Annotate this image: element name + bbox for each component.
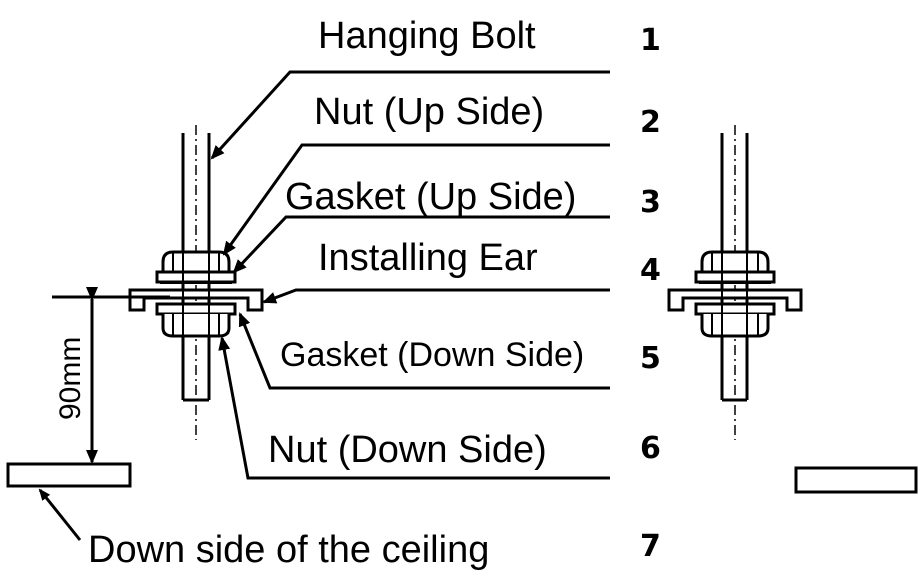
label-installing-ear: Installing Ear bbox=[318, 237, 538, 279]
right-installing-ear bbox=[667, 288, 803, 312]
number-2: 2 bbox=[640, 105, 661, 140]
leader-ceiling bbox=[38, 488, 82, 541]
leader-gasket-down bbox=[238, 312, 610, 390]
label-nut-up-side: Nut (Up Side) bbox=[314, 91, 544, 133]
leader-lines bbox=[38, 70, 610, 541]
number-1: 1 bbox=[640, 23, 661, 58]
leader-installing-ear bbox=[262, 288, 610, 304]
leader-nut-down bbox=[218, 336, 610, 480]
number-4: 4 bbox=[640, 253, 661, 288]
right-lower-gasket bbox=[694, 302, 776, 316]
left-upper-gasket bbox=[155, 270, 237, 284]
label-gasket-up-side: Gasket (Up Side) bbox=[285, 176, 576, 218]
label-nut-down-side: Nut (Down Side) bbox=[268, 429, 547, 471]
label-hanging-bolt: Hanging Bolt bbox=[318, 15, 536, 57]
dimension-90mm bbox=[52, 287, 170, 464]
left-installing-ear bbox=[128, 288, 264, 312]
leader-nut-up bbox=[222, 143, 610, 256]
right-assembly bbox=[667, 125, 803, 440]
number-5: 5 bbox=[640, 341, 661, 376]
leader-gasket-up bbox=[232, 215, 610, 274]
leader-hanging-bolt bbox=[210, 70, 610, 160]
left-ceiling bbox=[6, 462, 132, 488]
dimension-label: 90mm bbox=[54, 337, 87, 420]
number-3: 3 bbox=[640, 185, 661, 220]
left-lower-nut bbox=[161, 314, 231, 338]
number-6: 6 bbox=[640, 431, 661, 466]
left-assembly bbox=[128, 125, 264, 440]
number-7: 7 bbox=[640, 529, 661, 564]
right-ceiling bbox=[794, 466, 918, 494]
left-lower-gasket bbox=[155, 302, 237, 316]
label-gasket-down-side: Gasket (Down Side) bbox=[280, 336, 584, 374]
label-ceiling: Down side of the ceiling bbox=[88, 529, 489, 571]
right-lower-nut bbox=[700, 314, 770, 338]
right-upper-gasket bbox=[694, 270, 776, 284]
